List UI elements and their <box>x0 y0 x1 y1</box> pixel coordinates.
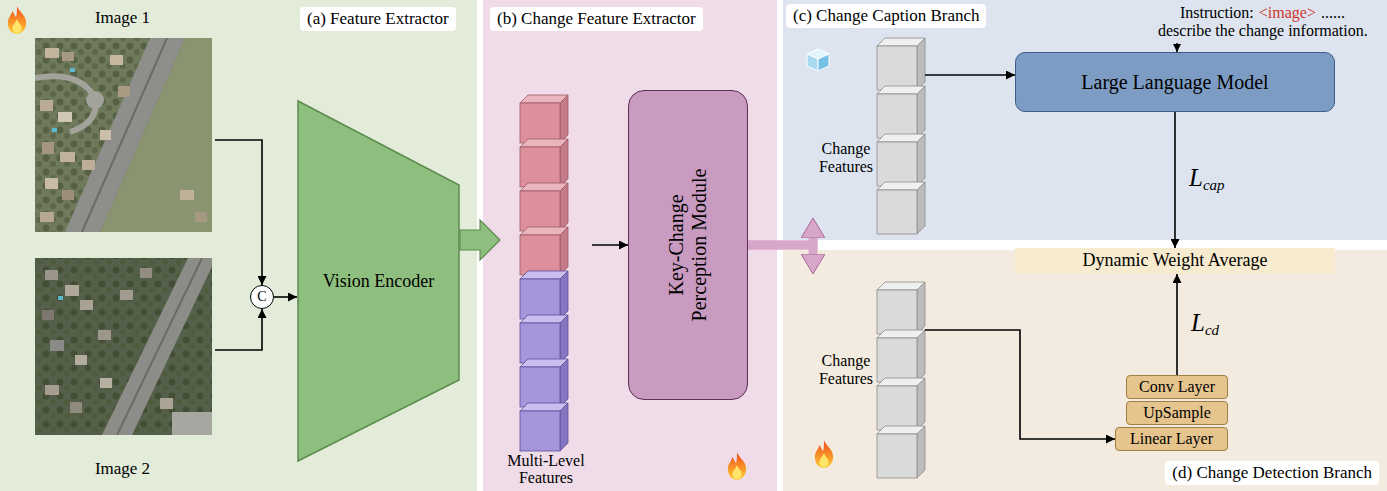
text-slot: (d) Change Detection Branch <box>1165 461 1379 485</box>
instruction-line: describe the change information. <box>1158 22 1368 40</box>
node-label: Dynamic Weight Average <box>1083 251 1268 271</box>
layer-box: UpSample <box>1126 401 1228 425</box>
text-slot: Multi-Level Features <box>500 453 592 487</box>
node-label: Change Features <box>815 140 877 175</box>
text-slot: Image 2 <box>30 459 215 479</box>
text-slot: Dynamic Weight Average <box>1015 248 1335 274</box>
node-label: Vision Encoder <box>323 271 434 292</box>
image-frame: Image 1 <box>30 8 215 235</box>
text-slot: Linear Layer <box>1116 428 1227 450</box>
instruction-text: <image> <box>1259 4 1316 22</box>
text-slot: UpSample <box>1127 402 1227 424</box>
concat-circle: C <box>250 285 274 309</box>
node-label: Image 1 <box>30 8 215 28</box>
instruction-text: describe the change information. <box>1158 22 1368 40</box>
loss-weighting-box: Dynamic Weight Average <box>1015 248 1335 274</box>
text-slot: Conv Layer <box>1127 376 1227 398</box>
module-box: Key-Change Perception Module <box>628 90 748 400</box>
node-label: Change Features <box>815 352 877 387</box>
panel-ground <box>783 250 1387 491</box>
node-label: C <box>257 290 266 304</box>
loss-label: Lcap <box>1189 163 1225 194</box>
node-label: Multi-Level Features <box>500 453 592 487</box>
panel-title: (b) Change Feature Extractor <box>490 7 703 31</box>
text-slot: (b) Change Feature Extractor <box>490 7 703 31</box>
node-label: Linear Layer <box>1130 430 1213 448</box>
panel: Change FeaturesLinear Layer UpSample Conv … <box>783 250 1387 491</box>
node-label: Large Language Model <box>1081 71 1268 94</box>
instruction-text: ...... <box>1321 4 1345 22</box>
layer-box: Linear Layer <box>1115 427 1228 451</box>
text-slot: Image 1 <box>30 8 215 28</box>
text-slot: Vision Encoder <box>297 100 460 462</box>
layer-box: Conv Layer <box>1126 375 1228 399</box>
text-slot: C <box>251 286 273 308</box>
panel-title: (c) Change Caption Branch <box>786 4 986 28</box>
encoder-outline <box>298 101 459 461</box>
feature-stack: Change Features <box>815 35 925 235</box>
node-label: Image 2 <box>30 459 215 479</box>
llm-box: Large Language Model <box>1015 52 1335 112</box>
image-frame: Image 2 <box>30 255 215 485</box>
edge-label-slot: Lcd <box>1191 308 1219 339</box>
text-slot: Key-Change Perception Module <box>629 91 747 399</box>
encoder-trapezoid: Vision Encoder <box>297 100 460 462</box>
panel-title: (d) Change Detection Branch <box>1165 461 1379 485</box>
instruction-text: Instruction: <box>1180 4 1254 22</box>
node-label: UpSample <box>1143 404 1211 422</box>
node-label: Conv Layer <box>1139 378 1215 396</box>
text-slot: (a) Feature Extractor <box>300 7 456 31</box>
text-slot: (c) Change Caption Branch <box>786 4 986 28</box>
edge-label-slot: Lcap <box>1189 163 1225 194</box>
feature-stack: Multi-Level Features <box>500 95 592 488</box>
feature-stack: Change Features <box>815 280 925 480</box>
instruction-line: Instruction: <image>...... <box>1180 4 1345 22</box>
node-label: Key-Change Perception Module <box>665 160 711 330</box>
panel-title: (a) Feature Extractor <box>300 7 456 31</box>
text-slot: Change Features <box>815 140 877 175</box>
text-slot: Large Language Model <box>1016 53 1334 111</box>
loss-label: Lcd <box>1191 308 1219 339</box>
text-slot: Change Features <box>815 352 877 387</box>
panel: Multi-Level Features Key-Change Perceptio… <box>483 0 777 491</box>
panel: Image 1 Image 2 C Vision Encoder (a) Feature… <box>0 0 477 491</box>
